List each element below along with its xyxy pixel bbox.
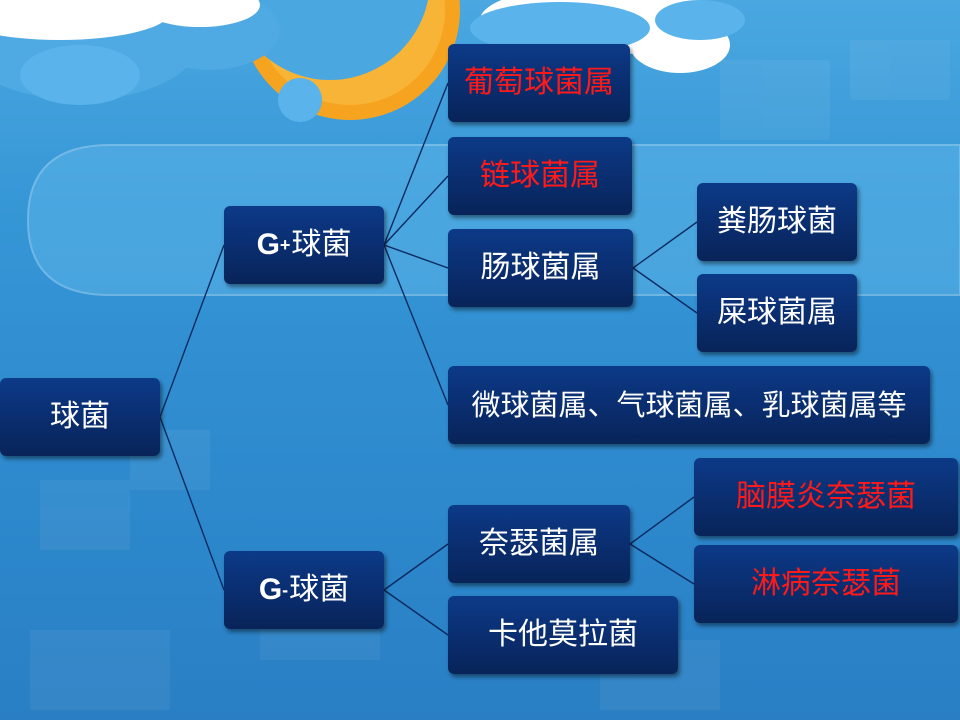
node-neisseria-gonorrhoeae: 淋病奈瑟菌 xyxy=(694,545,958,623)
node-label: 葡萄球菌属 xyxy=(464,65,614,100)
node-root-cocci: 球菌 xyxy=(0,378,160,456)
node-label: 粪肠球菌 xyxy=(717,204,837,239)
node-label: 球菌 xyxy=(291,227,352,262)
node-gram-negative-cocci: G-球菌 xyxy=(224,551,384,629)
node-staphylococcus: 葡萄球菌属 xyxy=(448,44,630,122)
node-label: 微球菌属、气球菌属、乳球菌属等 xyxy=(471,388,907,422)
node-neisseria-meningitidis: 脑膜炎奈瑟菌 xyxy=(694,458,958,536)
gram-letter: G xyxy=(258,573,283,606)
node-label: 脑膜炎奈瑟菌 xyxy=(736,479,916,514)
node-label: 卡他莫拉菌 xyxy=(488,617,638,652)
node-moraxella-catarrhalis: 卡他莫拉菌 xyxy=(448,596,678,674)
gram-sign: + xyxy=(279,235,291,255)
node-neisseria: 奈瑟菌属 xyxy=(448,505,630,583)
connectors xyxy=(159,82,698,636)
gram-sign: - xyxy=(282,580,289,600)
node-label: 球菌 xyxy=(50,399,110,434)
node-label: 链球菌属 xyxy=(480,158,600,193)
node-enterococcus: 肠球菌属 xyxy=(448,229,633,307)
node-label: 淋病奈瑟菌 xyxy=(751,566,901,601)
node-gram-positive-cocci: G+球菌 xyxy=(224,206,384,284)
node-micrococcus-etc: 微球菌属、气球菌属、乳球菌属等 xyxy=(448,366,930,444)
node-label: 屎球菌属 xyxy=(717,295,837,330)
node-label: 奈瑟菌属 xyxy=(479,526,599,561)
node-enterococcus-faecalis: 粪肠球菌 xyxy=(697,183,857,261)
node-streptococcus: 链球菌属 xyxy=(448,137,632,215)
gram-letter: G xyxy=(256,228,280,261)
node-enterococcus-faecium: 屎球菌属 xyxy=(697,274,857,352)
node-label: 球菌 xyxy=(289,572,350,607)
node-label: 肠球菌属 xyxy=(480,250,601,285)
